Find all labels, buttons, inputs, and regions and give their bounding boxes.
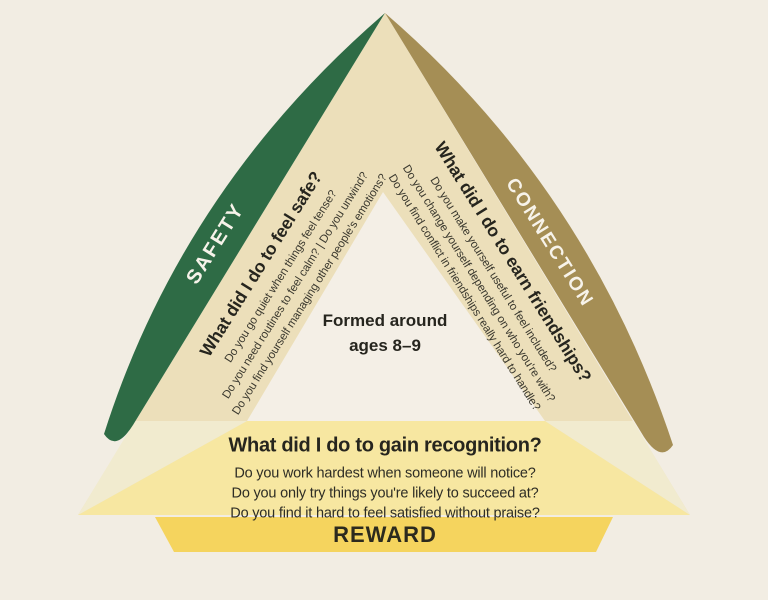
reward-question-2: Do you only try things you're likely to … xyxy=(231,485,539,502)
corner-wedge-left xyxy=(78,421,247,515)
safety-band-shape xyxy=(104,13,385,442)
connection-band-shape xyxy=(385,13,673,453)
center-note: Formed around ages 8–9 xyxy=(323,308,448,358)
reward-band-label: REWARD xyxy=(333,522,437,547)
reward-question-3: Do you find it hard to feel satisfied wi… xyxy=(230,505,540,522)
center-note-line-1: Formed around xyxy=(322,311,448,330)
corner-wedge-right xyxy=(545,421,690,515)
center-note-line-2: ages 8–9 xyxy=(349,336,421,355)
reward-heading: What did I do to gain recognition? xyxy=(228,434,542,457)
reward-question-1: Do you work hardest when someone will no… xyxy=(234,465,536,482)
recognition-panel xyxy=(78,421,690,515)
inner-triangle-hole xyxy=(247,192,545,421)
reward-band-shape xyxy=(155,517,613,552)
reward-text-group: What did I do to gain recognition? Do yo… xyxy=(228,435,541,524)
